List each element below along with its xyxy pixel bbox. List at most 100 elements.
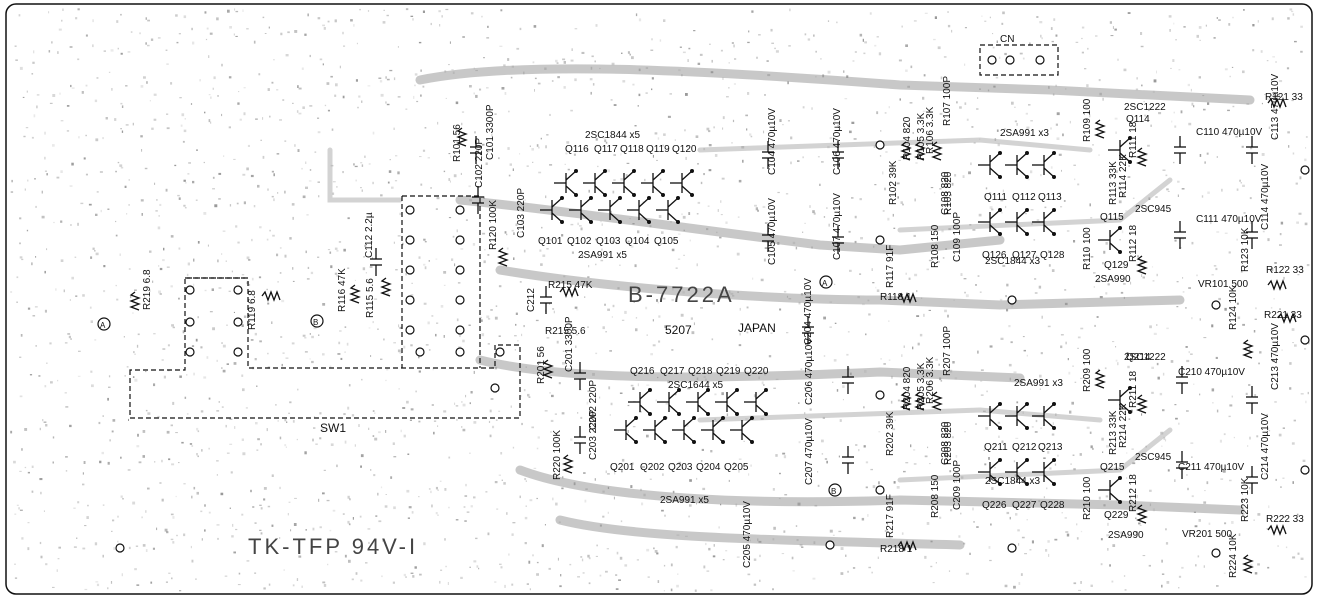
speckle bbox=[1140, 260, 1143, 263]
speckle bbox=[1052, 422, 1054, 425]
speckle bbox=[309, 169, 312, 171]
speckle bbox=[58, 546, 61, 549]
speckle bbox=[15, 59, 18, 61]
speckle bbox=[217, 259, 219, 263]
speckle bbox=[541, 544, 544, 548]
speckle bbox=[103, 50, 106, 52]
speckle bbox=[419, 156, 422, 158]
speckle bbox=[620, 152, 622, 156]
speckle bbox=[791, 556, 794, 560]
speckle bbox=[725, 550, 728, 552]
speckle bbox=[537, 436, 540, 439]
speckle bbox=[532, 554, 534, 557]
speckle bbox=[1300, 25, 1303, 28]
speckle bbox=[212, 327, 215, 331]
speckle bbox=[1256, 435, 1259, 438]
speckle bbox=[1055, 123, 1058, 126]
speckle bbox=[1171, 120, 1173, 123]
speckle bbox=[46, 173, 48, 176]
speckle bbox=[732, 119, 735, 123]
speckle bbox=[657, 301, 659, 304]
speckle bbox=[231, 270, 233, 273]
speckle bbox=[75, 295, 78, 297]
speckle bbox=[595, 138, 598, 141]
speckle bbox=[1259, 351, 1262, 354]
speckle bbox=[562, 476, 564, 479]
speckle bbox=[267, 188, 269, 191]
component-label: R202 39K bbox=[885, 411, 896, 456]
speckle bbox=[491, 133, 493, 137]
speckle bbox=[373, 474, 376, 477]
component-label: C112 2.2µ bbox=[364, 212, 375, 258]
speckle bbox=[372, 257, 373, 259]
speckle bbox=[226, 452, 230, 454]
speckle bbox=[886, 432, 889, 434]
speckle bbox=[1036, 219, 1040, 221]
group-label-2sa991x3-lower: 2SA991 x3 bbox=[1014, 378, 1063, 389]
speckle bbox=[220, 492, 224, 496]
speckle bbox=[378, 431, 381, 434]
speckle bbox=[1020, 573, 1023, 576]
speckle bbox=[764, 94, 766, 96]
speckle bbox=[213, 76, 216, 80]
speckle bbox=[117, 161, 120, 164]
speckle bbox=[441, 15, 443, 18]
speckle bbox=[1098, 79, 1101, 82]
speckle bbox=[151, 127, 154, 130]
speckle bbox=[912, 346, 914, 350]
speckle bbox=[1014, 106, 1016, 108]
speckle bbox=[430, 490, 432, 494]
component-label: Q104 bbox=[625, 236, 650, 247]
speckle bbox=[422, 149, 426, 152]
speckle bbox=[706, 570, 710, 572]
speckle bbox=[964, 63, 966, 66]
resistor-symbols bbox=[129, 97, 1297, 574]
speckle bbox=[142, 544, 146, 547]
speckle bbox=[22, 96, 25, 98]
speckle bbox=[284, 444, 287, 447]
speckle bbox=[230, 471, 233, 474]
component-label: R105 3.3K bbox=[916, 112, 927, 160]
speckle bbox=[771, 245, 773, 249]
speckle bbox=[109, 439, 111, 442]
speckle bbox=[229, 204, 232, 207]
node-b-label-left: B bbox=[313, 318, 318, 327]
speckle bbox=[228, 126, 231, 129]
speckle bbox=[696, 213, 699, 215]
speckle bbox=[622, 80, 626, 83]
speckle bbox=[689, 239, 691, 242]
speckle bbox=[1272, 359, 1275, 362]
speckle bbox=[179, 590, 182, 592]
speckle bbox=[110, 49, 114, 52]
speckle bbox=[549, 164, 553, 166]
speckle bbox=[1084, 106, 1088, 109]
speckle bbox=[52, 94, 56, 97]
speckle bbox=[860, 237, 863, 240]
speckle bbox=[681, 466, 684, 470]
speckle bbox=[1302, 459, 1306, 462]
speckle bbox=[462, 36, 465, 38]
speckle bbox=[493, 238, 496, 242]
speckle bbox=[1279, 80, 1283, 83]
speckle bbox=[763, 258, 766, 262]
speckle bbox=[305, 186, 308, 189]
switch-sw1-outline bbox=[129, 44, 1059, 419]
solder-pad bbox=[405, 265, 415, 275]
speckle bbox=[445, 565, 447, 568]
resistor-symbol bbox=[1277, 312, 1297, 324]
component-label: Q228 bbox=[1040, 500, 1065, 511]
speckle bbox=[528, 396, 531, 398]
speckle bbox=[450, 155, 452, 158]
speckle bbox=[974, 384, 976, 388]
speckle bbox=[304, 337, 307, 339]
speckle bbox=[563, 61, 566, 64]
speckle bbox=[399, 212, 402, 216]
speckle bbox=[435, 333, 437, 337]
speckle bbox=[157, 415, 160, 418]
speckle bbox=[170, 235, 174, 238]
speckle bbox=[594, 478, 596, 481]
speckle bbox=[1264, 447, 1267, 450]
speckle bbox=[95, 213, 98, 216]
component-label: Q102 bbox=[567, 236, 592, 247]
